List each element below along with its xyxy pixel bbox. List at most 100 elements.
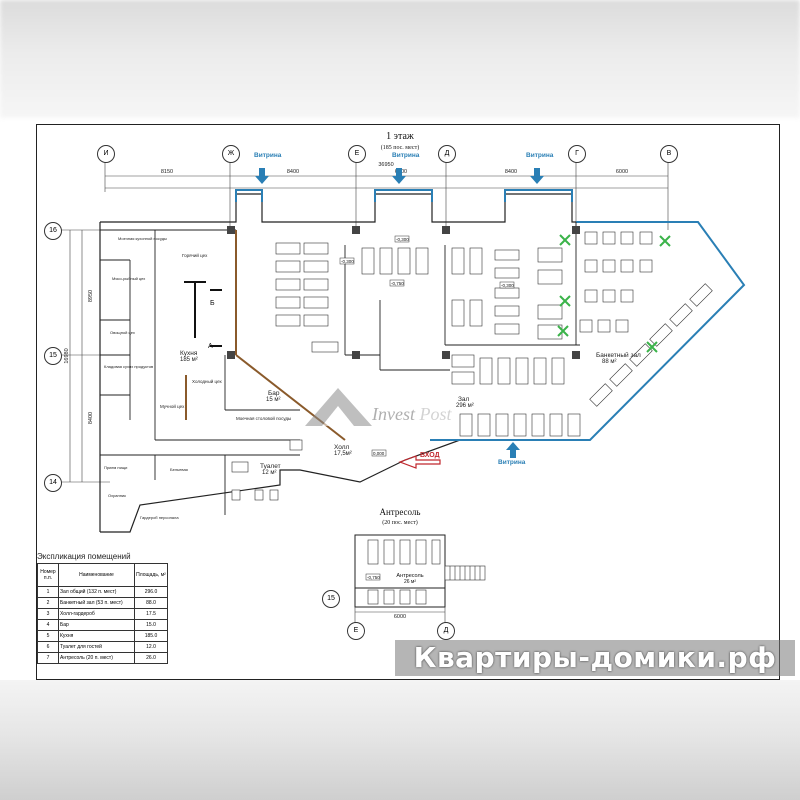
level-1: -0,300 xyxy=(396,237,409,242)
entrance-arrow xyxy=(398,455,441,469)
vitrina-label-4: Витрина xyxy=(498,459,526,466)
axis-mezz-left: 15 xyxy=(322,590,340,608)
room-hall-area: 296 м² xyxy=(456,403,474,409)
level-tags: -0,300 -0,300 -0,750 -0,300 0,000 -0,750 xyxy=(339,235,514,581)
room-kitchen-area: 185 м² xyxy=(180,357,198,363)
row-num: 6 xyxy=(37,641,59,653)
dim-left-1: 8950 xyxy=(88,290,94,302)
row-area: 185.0 xyxy=(134,630,168,642)
logo-text: Invest Post xyxy=(372,404,452,425)
row-name: Туалет для гостей xyxy=(58,641,135,653)
row-name: Зал общий (132 п. мест) xyxy=(58,586,135,598)
room-reception: Прием пищи xyxy=(104,465,128,470)
level-3: -0,750 xyxy=(391,281,404,286)
axis-top-3: Е xyxy=(348,145,366,163)
section-mark-b: Б xyxy=(210,300,215,307)
room-toilet: Туалет xyxy=(260,463,281,470)
axis-mezz-d: Д xyxy=(437,622,455,640)
row-area: 88.0 xyxy=(134,597,168,609)
axis-top-6: В xyxy=(660,145,678,163)
axis-left-16: 16 xyxy=(44,222,62,240)
axis-top-1: И xyxy=(97,145,115,163)
room-lobby: Холл xyxy=(334,444,350,451)
room-linen: Бельевая xyxy=(170,467,188,472)
entrance-label: ВХОД xyxy=(420,452,440,459)
axis-mezz-e: Е xyxy=(347,622,365,640)
row-area: 12.0 xyxy=(134,641,168,653)
room-pantry: Кладовая сухих продуктов xyxy=(104,364,154,369)
site-watermark: Квартиры-домики.рф xyxy=(395,640,795,676)
room-banquet-area: 88 м² xyxy=(602,359,617,365)
axis-top-5: Г xyxy=(568,145,586,163)
row-name: Бар xyxy=(58,619,135,631)
room-meat-fish: Мясо-рыбный цех xyxy=(112,276,146,281)
row-num: 3 xyxy=(37,608,59,620)
dim-top-1: 8150 xyxy=(161,169,173,175)
kitchen-section-mark xyxy=(184,281,222,347)
level-2: -0,300 xyxy=(341,259,354,264)
explication-panel: Экспликация помещений Номер п.п. Наимено… xyxy=(37,552,168,664)
axis-left-14: 14 xyxy=(44,474,62,492)
dim-top-2: 8400 xyxy=(287,169,299,175)
row-area: 26.0 xyxy=(134,652,168,664)
level-4: -0,300 xyxy=(501,283,514,288)
row-area: 296.0 xyxy=(134,586,168,598)
axis-top-2: Ж xyxy=(222,145,240,163)
dim-left-total: 16980 xyxy=(64,348,70,363)
mezz-dim: 6000 xyxy=(394,614,406,620)
row-num: 4 xyxy=(37,619,59,631)
room-lobby-area: 17,5м² xyxy=(334,451,352,457)
tables-banquet xyxy=(579,231,713,407)
header-area: Площадь, м² xyxy=(134,563,168,587)
dim-total: 36950 xyxy=(378,162,393,168)
vitrina-label-2: Витрина xyxy=(392,152,420,159)
plan-title: 1 этаж xyxy=(386,131,414,142)
room-wardrobe: Гардероб персонала xyxy=(140,515,179,520)
row-name: Антресоль (20 п. мест) xyxy=(58,652,135,664)
outer-walls xyxy=(99,193,698,533)
invest-post-logo xyxy=(305,388,372,426)
header-number: Номер п.п. xyxy=(37,563,59,587)
row-name: Банкетный зал (53 п. мест) xyxy=(58,597,135,609)
room-banquet: Банкетный зал xyxy=(596,352,641,359)
row-num: 7 xyxy=(37,652,59,664)
tables-hall-bottom xyxy=(459,413,581,437)
room-washing2: Моечная кухонной посуды xyxy=(118,236,167,241)
row-name: Кухня xyxy=(58,630,135,642)
plants xyxy=(557,234,671,353)
axis-top-4: Д xyxy=(438,145,456,163)
tables-hall-left xyxy=(275,242,339,353)
mezz-subtitle: (20 пос. мест) xyxy=(382,519,417,526)
section-mark-a: А xyxy=(208,343,213,350)
room-hot-shop: Горячий цех xyxy=(182,253,208,258)
mezzanine-stairs xyxy=(444,565,486,581)
room-kitchen: Кухня xyxy=(180,350,198,357)
header-name: Наименование xyxy=(58,563,135,587)
mezz-room-area: 26 м² xyxy=(404,579,416,585)
level-5: 0,000 xyxy=(373,451,385,456)
level-6: -0,750 xyxy=(367,575,380,580)
dim-top-5: 6000 xyxy=(616,169,628,175)
plan-subtitle: (185 пос. мест) xyxy=(381,144,419,151)
dim-top-4: 8400 xyxy=(505,169,517,175)
room-bar: Бар xyxy=(268,390,280,397)
axis-left-15: 15 xyxy=(44,347,62,365)
glazing xyxy=(235,189,746,441)
row-num: 5 xyxy=(37,630,59,642)
room-veg: Овощной цех xyxy=(110,330,135,335)
room-toilet-area: 12 м² xyxy=(262,470,277,476)
mezzanine-tables xyxy=(367,539,441,605)
logo-part1: Invest xyxy=(372,404,415,424)
row-area: 15.0 xyxy=(134,619,168,631)
mezz-title: Антресоль xyxy=(379,507,420,517)
logo-part2: Post xyxy=(414,404,452,424)
mezz-room-label: Антресоль xyxy=(396,573,423,579)
dim-left-2: 8400 xyxy=(88,412,94,424)
